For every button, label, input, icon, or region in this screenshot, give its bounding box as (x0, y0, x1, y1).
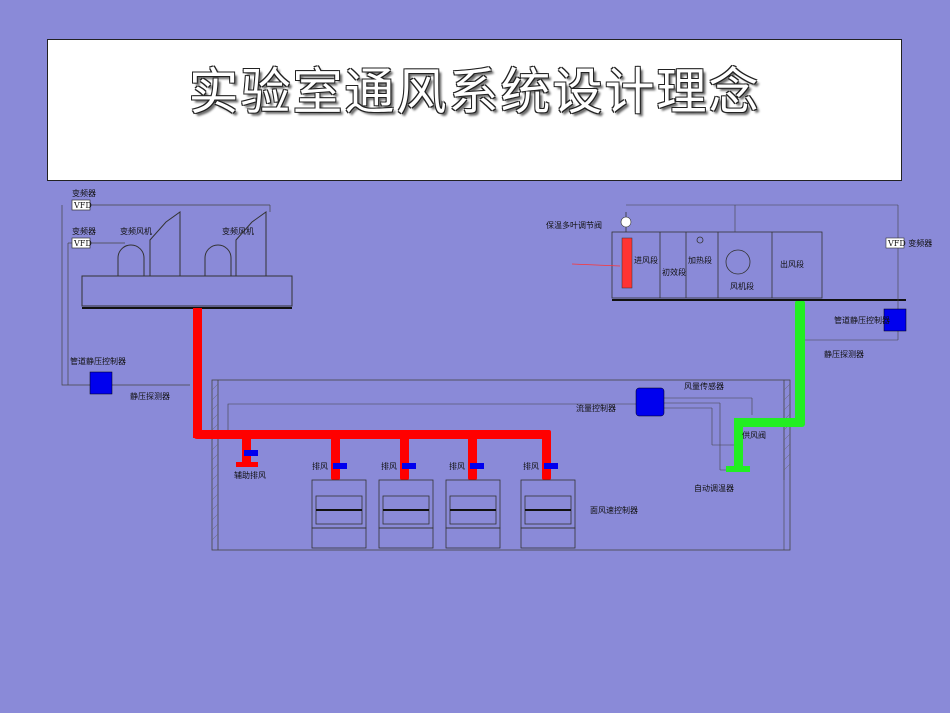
intake-section-label: 进风段 (634, 255, 658, 265)
page-title: 实验室通风系统设计理念 (188, 63, 761, 121)
vfd-box-right (885, 237, 905, 249)
supply-valve-label: 供风阀 (742, 430, 766, 440)
fan-section-label: 风机段 (730, 281, 754, 291)
exhaust-duct (193, 308, 551, 480)
auto-regulator-label: 自动调温器 (694, 483, 734, 493)
vfd-box-2-label: VFD (73, 239, 92, 248)
damper-coil (621, 237, 633, 289)
duct-pressure-controller-left (89, 371, 113, 395)
supply-duct (726, 300, 805, 472)
heating-section-label: 加热段 (688, 255, 712, 265)
control-wiring-left (61, 204, 271, 386)
exhaust-label-4: 排风 (523, 461, 539, 471)
exhaust-dampers (244, 450, 558, 469)
exhaust-label-2: 排风 (381, 461, 397, 471)
flow-controller-label: 流量控制器 (576, 403, 616, 413)
exhaust-label-3: 排风 (449, 461, 465, 471)
title-box: 实验室通风系统设计理念 (47, 39, 902, 181)
vfd-label-2: 变频器 (72, 226, 96, 236)
face-velocity-controller-label: 面风速控制器 (590, 505, 638, 515)
duct-pressure-controller-right (883, 308, 907, 332)
vfd-box-1 (71, 199, 91, 211)
duct-pressure-controller-right-label: 管道静压控制器 (834, 315, 890, 325)
fume-hoods (311, 479, 576, 549)
outlet-section-label: 出风段 (780, 259, 804, 269)
fume-hood-1 (311, 479, 367, 549)
fume-hood-2 (378, 479, 434, 549)
vfd-label-1: 变频器 (72, 188, 96, 198)
vfd-box-2 (71, 237, 91, 249)
prefilter-section-label: 初效段 (662, 267, 686, 277)
static-pressure-probe-right-label: 静压探测器 (824, 349, 864, 359)
damper-actuator (620, 216, 632, 228)
duct-pressure-controller-left-label: 管道静压控制器 (70, 356, 126, 366)
control-wiring-right (626, 204, 899, 550)
fume-hood-3 (445, 479, 501, 549)
air-handling-unit (611, 212, 906, 301)
vfd-box-1-label: VFD (73, 201, 92, 210)
vfd-right-label: VFD 变频器 (887, 238, 932, 248)
control-wiring-center (227, 397, 753, 471)
aux-exhaust-label: 辅助排风 (234, 470, 266, 480)
damper-label: 保温多叶调节阀 (546, 220, 602, 230)
exhaust-fan-unit (81, 211, 293, 309)
intake-arrow (571, 263, 621, 267)
lab-room (211, 379, 791, 551)
fan-label-2: 变频风机 (222, 226, 254, 236)
exhaust-label-1: 排风 (312, 461, 328, 471)
static-pressure-probe-left-label: 静压探测器 (130, 391, 170, 401)
fume-hood-4 (520, 479, 576, 549)
room-wall-hatch (211, 383, 791, 541)
airflow-sensor-label: 风量传感器 (684, 381, 724, 391)
flow-controller (635, 387, 665, 417)
fan-label-1: 变频风机 (120, 226, 152, 236)
